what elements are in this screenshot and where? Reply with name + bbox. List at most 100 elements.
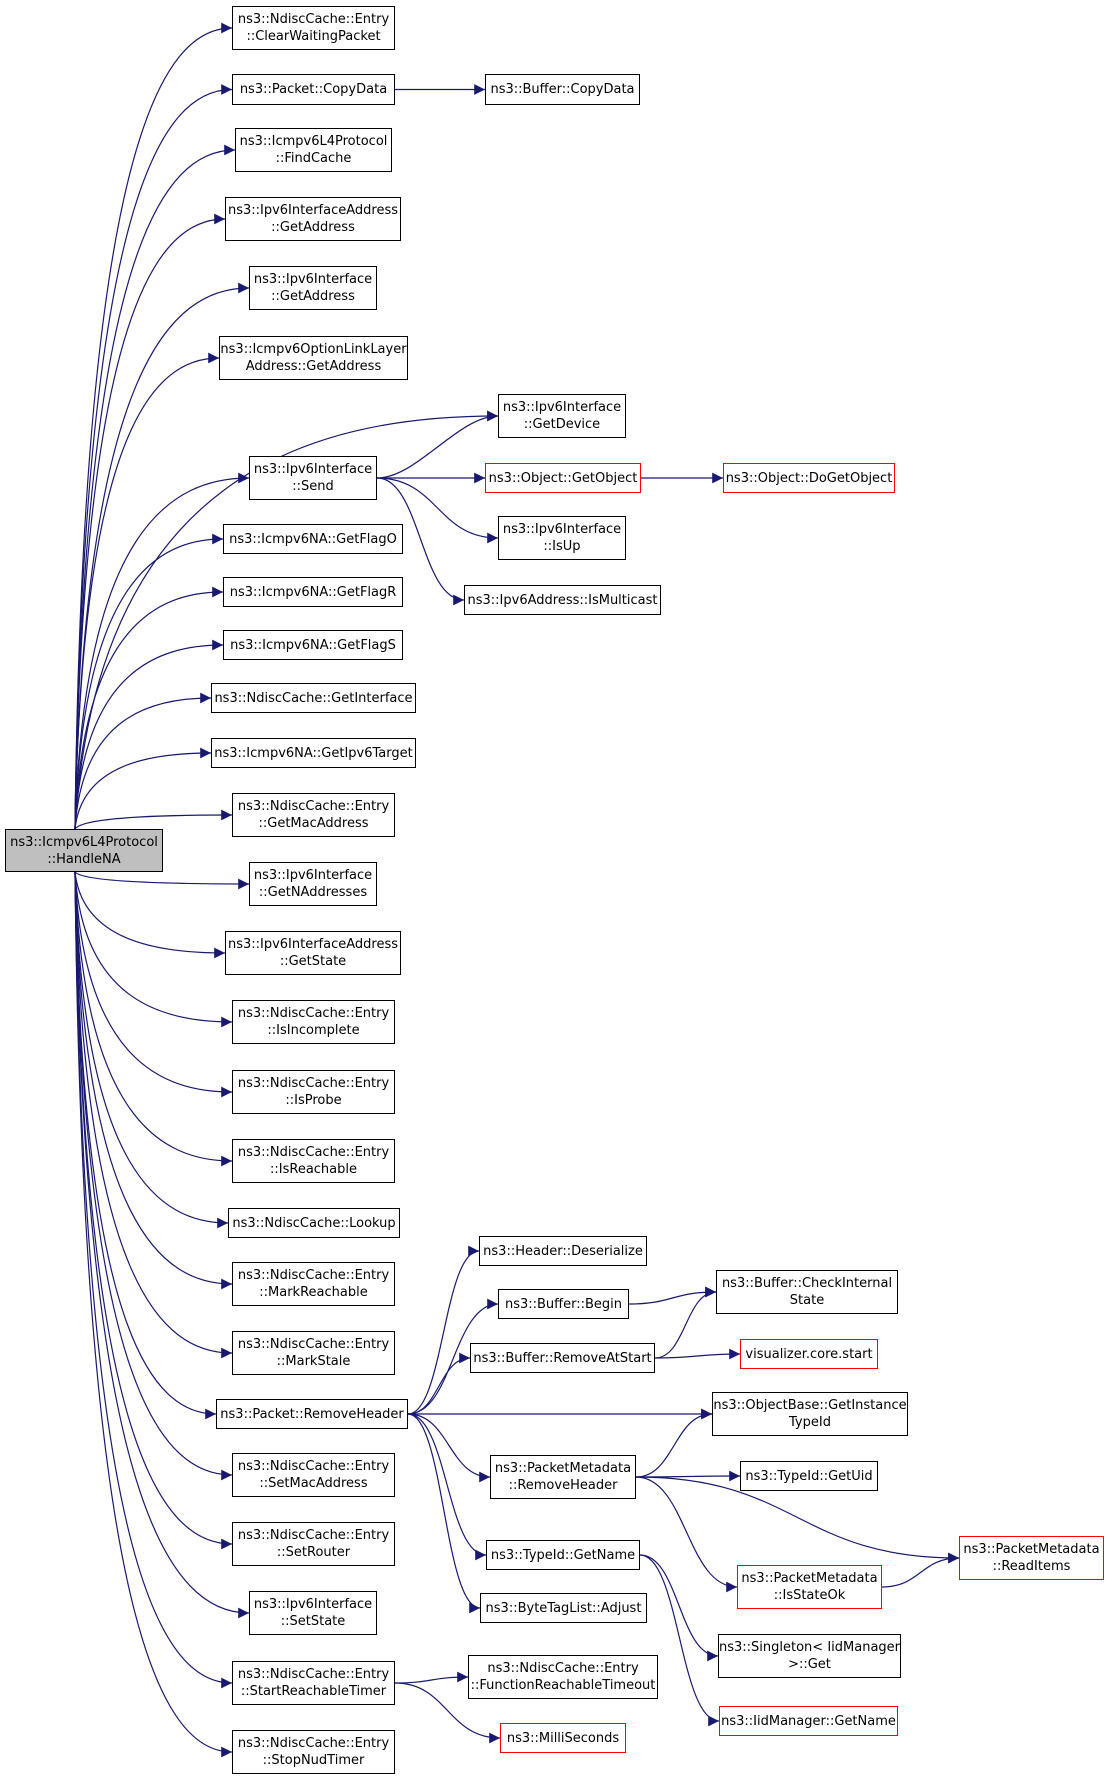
graph-node-label: ns3::Icmpv6NA::GetIpv6Target — [214, 745, 413, 761]
graph-node-n27b[interactable]: ns3::MilliSeconds — [500, 1723, 626, 1753]
edge-n8-to-n7 — [376, 410, 499, 479]
graph-node-label: ns3::Icmpv6L4Protocol — [10, 834, 158, 850]
graph-node-h2[interactable]: ns3::Buffer::Begin — [498, 1289, 629, 1319]
graph-node-label: ns3::NdiscCache::Entry — [237, 1459, 390, 1474]
graph-node-n11[interactable]: ns3::Icmpv6NA::GetFlagS — [223, 630, 403, 660]
edge-root-to-n12 — [74, 692, 212, 830]
graph-node-h7[interactable]: ns3::PacketMetadata::RemoveHeader — [490, 1455, 636, 1499]
graph-node-n21[interactable]: ns3::NdiscCache::Entry::MarkReachable — [232, 1262, 395, 1306]
graph-node-n24[interactable]: ns3::NdiscCache::Entry::SetMacAddress — [232, 1453, 395, 1497]
edge-root-to-n26 — [74, 871, 250, 1619]
graph-node-h1[interactable]: ns3::Header::Deserialize — [479, 1236, 647, 1266]
graph-node-label: ::GetState — [279, 954, 347, 969]
graph-node-label: ns3::IidManager::GetName — [721, 1713, 896, 1729]
graph-node-h12[interactable]: ns3::ByteTagList::Adjust — [480, 1593, 647, 1623]
edge-root-to-n10 — [74, 586, 224, 830]
graph-node-n4[interactable]: ns3::Ipv6InterfaceAddress::GetAddress — [225, 197, 401, 241]
graph-node-n27[interactable]: ns3::NdiscCache::Entry::StartReachableTi… — [232, 1661, 395, 1705]
edge-n23-to-h12 — [407, 1413, 481, 1614]
graph-node-label: ns3::NdiscCache::Lookup — [232, 1215, 396, 1231]
graph-node-h9[interactable]: ns3::PacketMetadata::ReadItems — [959, 1536, 1104, 1580]
graph-node-label: ns3::PacketMetadata — [494, 1461, 632, 1476]
edge-h4-to-h5 — [654, 1348, 741, 1360]
graph-node-n17[interactable]: ns3::NdiscCache::Entry::IsIncomplete — [232, 1000, 395, 1044]
graph-node-label: ns3::NdiscCache::Entry — [487, 1661, 639, 1676]
graph-node-h11[interactable]: ns3::PacketMetadata::IsStateOk — [737, 1565, 882, 1609]
graph-node-label: ns3::Ipv6InterfaceAddress — [227, 937, 399, 952]
graph-node-n5[interactable]: ns3::Ipv6Interface::GetAddress — [249, 266, 377, 310]
graph-node-n25[interactable]: ns3::NdiscCache::Entry::SetRouter — [232, 1522, 395, 1566]
graph-node-label: State — [789, 1293, 825, 1308]
graph-node-n14[interactable]: ns3::NdiscCache::Entry::GetMacAddress — [232, 793, 395, 837]
graph-node-label: ::GetDevice — [523, 417, 601, 432]
graph-node-n8[interactable]: ns3::Ipv6Interface::Send — [249, 456, 377, 500]
graph-node-label: ::GetNAddresses — [258, 885, 368, 900]
graph-node-n8a[interactable]: ns3::Object::GetObject — [485, 463, 641, 493]
graph-node-h14[interactable]: ns3::IidManager::GetName — [719, 1706, 898, 1736]
graph-node-n7[interactable]: ns3::Ipv6Interface::GetDevice — [498, 394, 626, 438]
graph-node-n1[interactable]: ns3::NdiscCache::Entry::ClearWaitingPack… — [232, 6, 395, 50]
graph-node-n20[interactable]: ns3::NdiscCache::Lookup — [228, 1208, 400, 1238]
graph-node-n12[interactable]: ns3::NdiscCache::GetInterface — [211, 683, 416, 713]
graph-node-n22[interactable]: ns3::NdiscCache::Entry::MarkStale — [232, 1331, 395, 1375]
edge-root-to-n4 — [74, 213, 226, 830]
graph-node-label: ::ClearWaitingPacket — [246, 29, 381, 44]
graph-node-n15[interactable]: ns3::Ipv6Interface::GetNAddresses — [249, 862, 377, 906]
graph-node-label: ::SetMacAddress — [259, 1476, 368, 1491]
graph-node-label: ns3::Header::Deserialize — [483, 1243, 643, 1259]
graph-node-label: ns3::NdiscCache::GetInterface — [214, 690, 413, 706]
graph-node-n8b[interactable]: ns3::Object::DoGetObject — [723, 463, 895, 493]
graph-node-n8d[interactable]: ns3::Ipv6Address::IsMulticast — [464, 585, 661, 615]
graph-node-n2a[interactable]: ns3::Buffer::CopyData — [485, 74, 640, 105]
graph-node-n3[interactable]: ns3::Icmpv6L4Protocol::FindCache — [235, 128, 392, 172]
graph-node-n23[interactable]: ns3::Packet::RemoveHeader — [216, 1399, 408, 1429]
graph-node-label: visualizer.core.start — [745, 1346, 873, 1362]
edge-h2-to-h3 — [628, 1286, 717, 1305]
graph-node-label: ::HandleNA — [47, 851, 121, 867]
graph-node-n18[interactable]: ns3::NdiscCache::Entry::IsProbe — [232, 1070, 395, 1114]
graph-node-label: ::IsReachable — [270, 1162, 357, 1177]
graph-node-h10[interactable]: ns3::TypeId::GetName — [486, 1540, 640, 1570]
edge-n23-to-h10 — [407, 1413, 487, 1561]
graph-node-label: ns3::PacketMetadata — [963, 1542, 1100, 1557]
graph-node-root[interactable]: ns3::Icmpv6L4Protocol::HandleNA — [5, 829, 163, 872]
graph-node-label: ns3::MilliSeconds — [506, 1730, 620, 1746]
graph-node-h4[interactable]: ns3::Buffer::RemoveAtStart — [470, 1343, 655, 1373]
graph-node-n10[interactable]: ns3::Icmpv6NA::GetFlagR — [223, 577, 403, 607]
edge-h4-to-h3 — [654, 1286, 717, 1359]
graph-node-n9[interactable]: ns3::Icmpv6NA::GetFlagO — [223, 524, 403, 554]
graph-node-h8[interactable]: ns3::TypeId::GetUid — [740, 1461, 878, 1491]
graph-node-h5[interactable]: visualizer.core.start — [740, 1339, 878, 1369]
graph-node-label: ::IsStateOk — [773, 1588, 846, 1603]
edge-root-to-n19 — [74, 871, 233, 1167]
graph-node-n2[interactable]: ns3::Packet::CopyData — [232, 74, 395, 105]
graph-node-label: ::GetMacAddress — [258, 816, 369, 831]
graph-node-n8c[interactable]: ns3::Ipv6Interface::IsUp — [498, 516, 626, 560]
edge-root-to-n14 — [74, 809, 233, 830]
graph-node-label: ::SetRouter — [276, 1545, 351, 1560]
edge-h11-to-h9 — [881, 1552, 960, 1588]
edge-root-to-n18 — [74, 871, 233, 1098]
graph-node-n19[interactable]: ns3::NdiscCache::Entry::IsReachable — [232, 1139, 395, 1183]
graph-node-h13[interactable]: ns3::Singleton< IidManager>::Get — [718, 1634, 901, 1678]
graph-node-label: ns3::TypeId::GetName — [490, 1547, 636, 1563]
graph-node-label: ns3::NdiscCache::Entry — [237, 1145, 390, 1160]
graph-node-label: ns3::Object::GetObject — [488, 470, 638, 486]
graph-node-n28[interactable]: ns3::NdiscCache::Entry::StopNudTimer — [232, 1730, 395, 1774]
graph-node-label: ns3::NdiscCache::Entry — [237, 1268, 390, 1283]
graph-node-label: ::IsUp — [543, 539, 581, 554]
graph-node-label: ::MarkStale — [276, 1354, 351, 1369]
graph-node-n16[interactable]: ns3::Ipv6InterfaceAddress::GetState — [225, 931, 401, 975]
graph-node-label: ns3::NdiscCache::Entry — [237, 1076, 390, 1091]
graph-node-n13[interactable]: ns3::Icmpv6NA::GetIpv6Target — [211, 738, 416, 768]
graph-node-label: ns3::Ipv6Interface — [502, 522, 622, 537]
edge-root-to-n16 — [74, 871, 226, 959]
graph-node-n27a[interactable]: ns3::NdiscCache::Entry::FunctionReachabl… — [468, 1655, 658, 1699]
graph-node-n26[interactable]: ns3::Ipv6Interface::SetState — [249, 1591, 377, 1635]
graph-node-label: ::RemoveHeader — [508, 1478, 618, 1493]
graph-node-label: ::StopNudTimer — [262, 1753, 365, 1768]
